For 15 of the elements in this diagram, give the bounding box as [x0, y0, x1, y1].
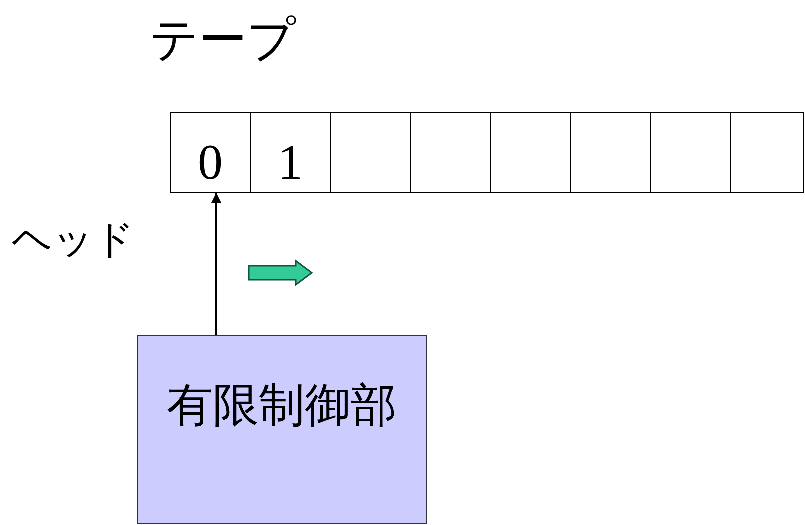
arrow	[212, 193, 222, 335]
tape-cell	[490, 112, 571, 193]
tape-title: テープ	[150, 11, 296, 70]
cell-symbol: 1	[278, 133, 303, 192]
tape-cell	[330, 112, 411, 193]
tape-cell	[410, 112, 491, 193]
control-box	[137, 335, 427, 524]
edge-label: ヘッド	[12, 216, 135, 265]
tape-cell	[650, 112, 731, 193]
tape-cell	[250, 112, 331, 193]
tape-cell	[730, 112, 804, 193]
cell-symbol: 0	[198, 133, 223, 192]
tape-cell	[570, 112, 651, 193]
control-label: 有限制御部	[167, 377, 397, 434]
tape-cell	[170, 112, 251, 193]
